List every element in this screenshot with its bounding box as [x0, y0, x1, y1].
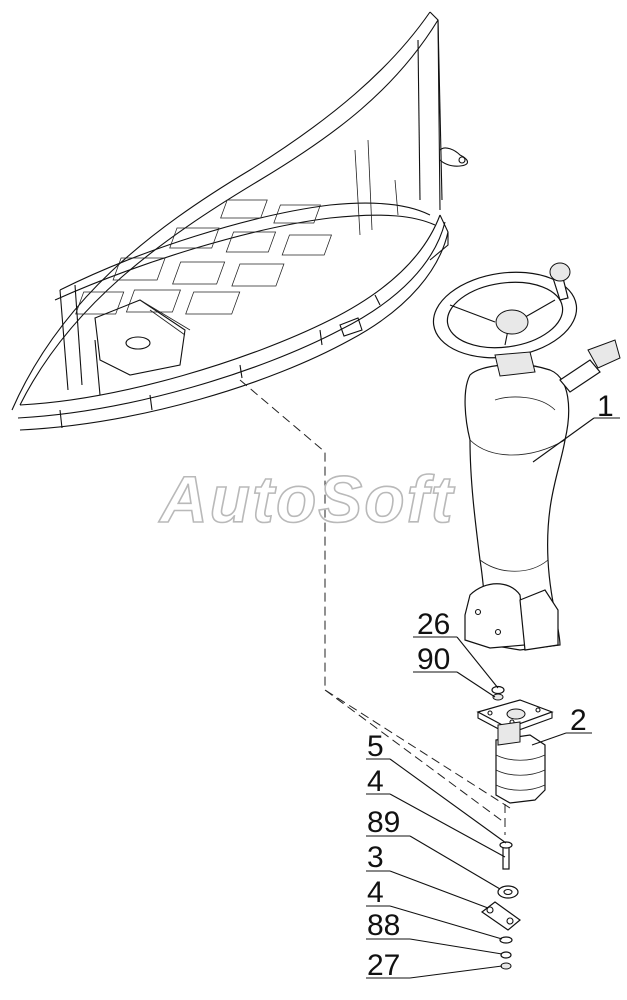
callout-2: 2 [570, 704, 587, 737]
callout-88: 88 [367, 909, 400, 942]
callout-26: 26 [417, 608, 450, 641]
callout-90: 90 [417, 643, 450, 676]
callout-89: 89 [367, 806, 400, 839]
callouts: 1 2 26 90 5 4 89 3 4 88 [366, 390, 620, 982]
callout-3: 3 [367, 841, 384, 874]
callout-4-upper: 4 [367, 765, 384, 798]
callout-27: 27 [367, 949, 400, 982]
cab-floor-drawing [11, 11, 469, 431]
callout-5: 5 [367, 730, 384, 763]
callout-4-lower: 4 [367, 876, 384, 909]
steering-unit [476, 699, 554, 804]
hardware-parts [480, 685, 521, 970]
steering-column-assembly [432, 262, 621, 651]
callout-1: 1 [597, 390, 614, 423]
watermark-text: AutoSoft [158, 462, 456, 536]
